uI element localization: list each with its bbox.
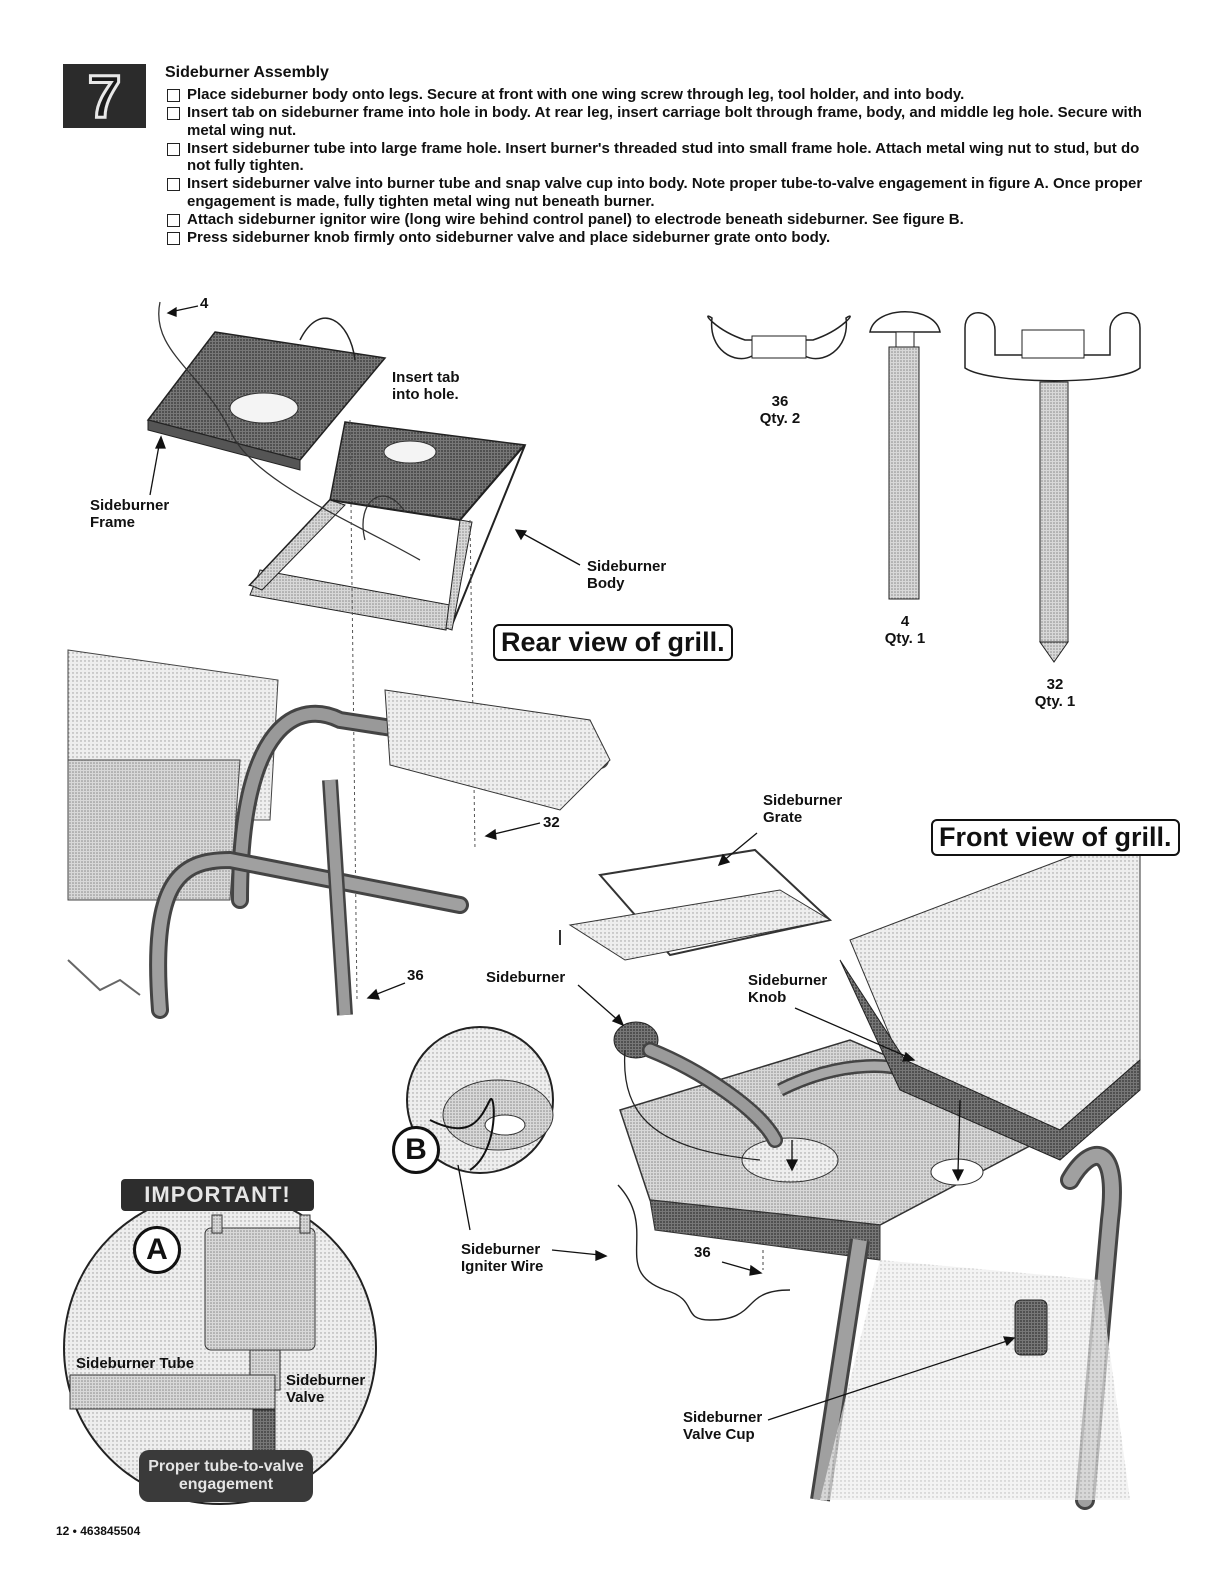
carriage-bolt-illustration [869, 311, 941, 600]
igniter-wire-line [158, 301, 421, 561]
label-valve-cup: Sideburner Valve Cup [683, 1409, 763, 1443]
label-insert-tab: Insert tab into hole. [392, 369, 460, 403]
label-igniter-wire: Sideburner Igniter Wire [461, 1241, 544, 1275]
grill-rear-illustration [67, 649, 611, 1019]
checkbox-icon [167, 213, 180, 227]
instruction-item: Insert tab on sideburner frame into hole… [165, 104, 1155, 139]
label-part-4: 4 [200, 295, 209, 312]
hardware-4-label: 4 Qty. 1 [865, 613, 945, 648]
instruction-item: Press sideburner knob firmly onto sidebu… [165, 229, 1155, 246]
rear-view-callout: Rear view of grill. [493, 624, 733, 661]
step-title: Sideburner Assembly [165, 64, 329, 81]
hardware-qty: Qty. 1 [1034, 692, 1076, 710]
hardware-qty: Qty. 1 [884, 629, 926, 647]
wing-nut-illustration [707, 315, 851, 360]
hardware-number: 4 [900, 613, 910, 630]
front-view-callout: Front view of grill. [931, 819, 1180, 856]
hardware-number: 32 [1046, 676, 1064, 693]
step-number-badge: 7 [63, 61, 146, 131]
sideburner-frame-illustration [146, 317, 387, 471]
label-sideburner-frame: Sideburner Frame [90, 497, 170, 531]
wing-screw-illustration [964, 312, 1141, 663]
engagement-note: Proper tube-to-valve engagement [139, 1450, 313, 1502]
label-part-32: 32 [543, 814, 560, 831]
instruction-item: Insert sideburner valve into burner tube… [165, 175, 1155, 210]
hardware-number: 36 [771, 393, 789, 410]
instruction-item: Place sideburner body onto legs. Secure … [165, 86, 1155, 103]
important-banner: IMPORTANT! [121, 1179, 314, 1211]
label-part-36-front: 36 [694, 1244, 711, 1261]
label-sideburner-knob: Sideburner Knob [748, 972, 828, 1006]
checkbox-icon [167, 232, 180, 245]
checkbox-icon [167, 178, 180, 192]
label-sideburner: Sideburner [486, 969, 566, 986]
sideburner-grate-illustration [559, 848, 833, 961]
instruction-list: Place sideburner body onto legs. Secure … [165, 86, 1155, 247]
figure-a-detail [63, 1191, 377, 1505]
label-sideburner-tube: Sideburner Tube [76, 1355, 195, 1372]
label-sideburner-body: Sideburner Body [587, 558, 667, 592]
figure-a-badge: A [133, 1226, 181, 1274]
label-part-36: 36 [407, 967, 424, 984]
sideburner-body-illustration [248, 421, 527, 631]
checkbox-icon [167, 142, 180, 156]
checkbox-icon [167, 89, 180, 102]
grill-front-illustration [810, 829, 1141, 1510]
label-sideburner-valve: Sideburner Valve [286, 1372, 366, 1406]
step-number: 7 [86, 61, 122, 131]
hardware-qty: Qty. 2 [759, 409, 801, 427]
hardware-36-label: 36 Qty. 2 [740, 393, 820, 428]
leader-lines [149, 305, 1016, 1421]
hardware-32-label: 32 Qty. 1 [1015, 676, 1095, 711]
checkbox-icon [167, 107, 180, 121]
instruction-item: Insert sideburner tube into large frame … [165, 140, 1155, 175]
figure-b-badge: B [392, 1126, 440, 1174]
figure-b-detail [406, 1026, 554, 1174]
label-sideburner-grate: Sideburner Grate [763, 792, 843, 826]
page-footer: 12 • 463845504 [56, 1524, 141, 1538]
instruction-item: Attach sideburner ignitor wire (long wir… [165, 211, 1155, 228]
